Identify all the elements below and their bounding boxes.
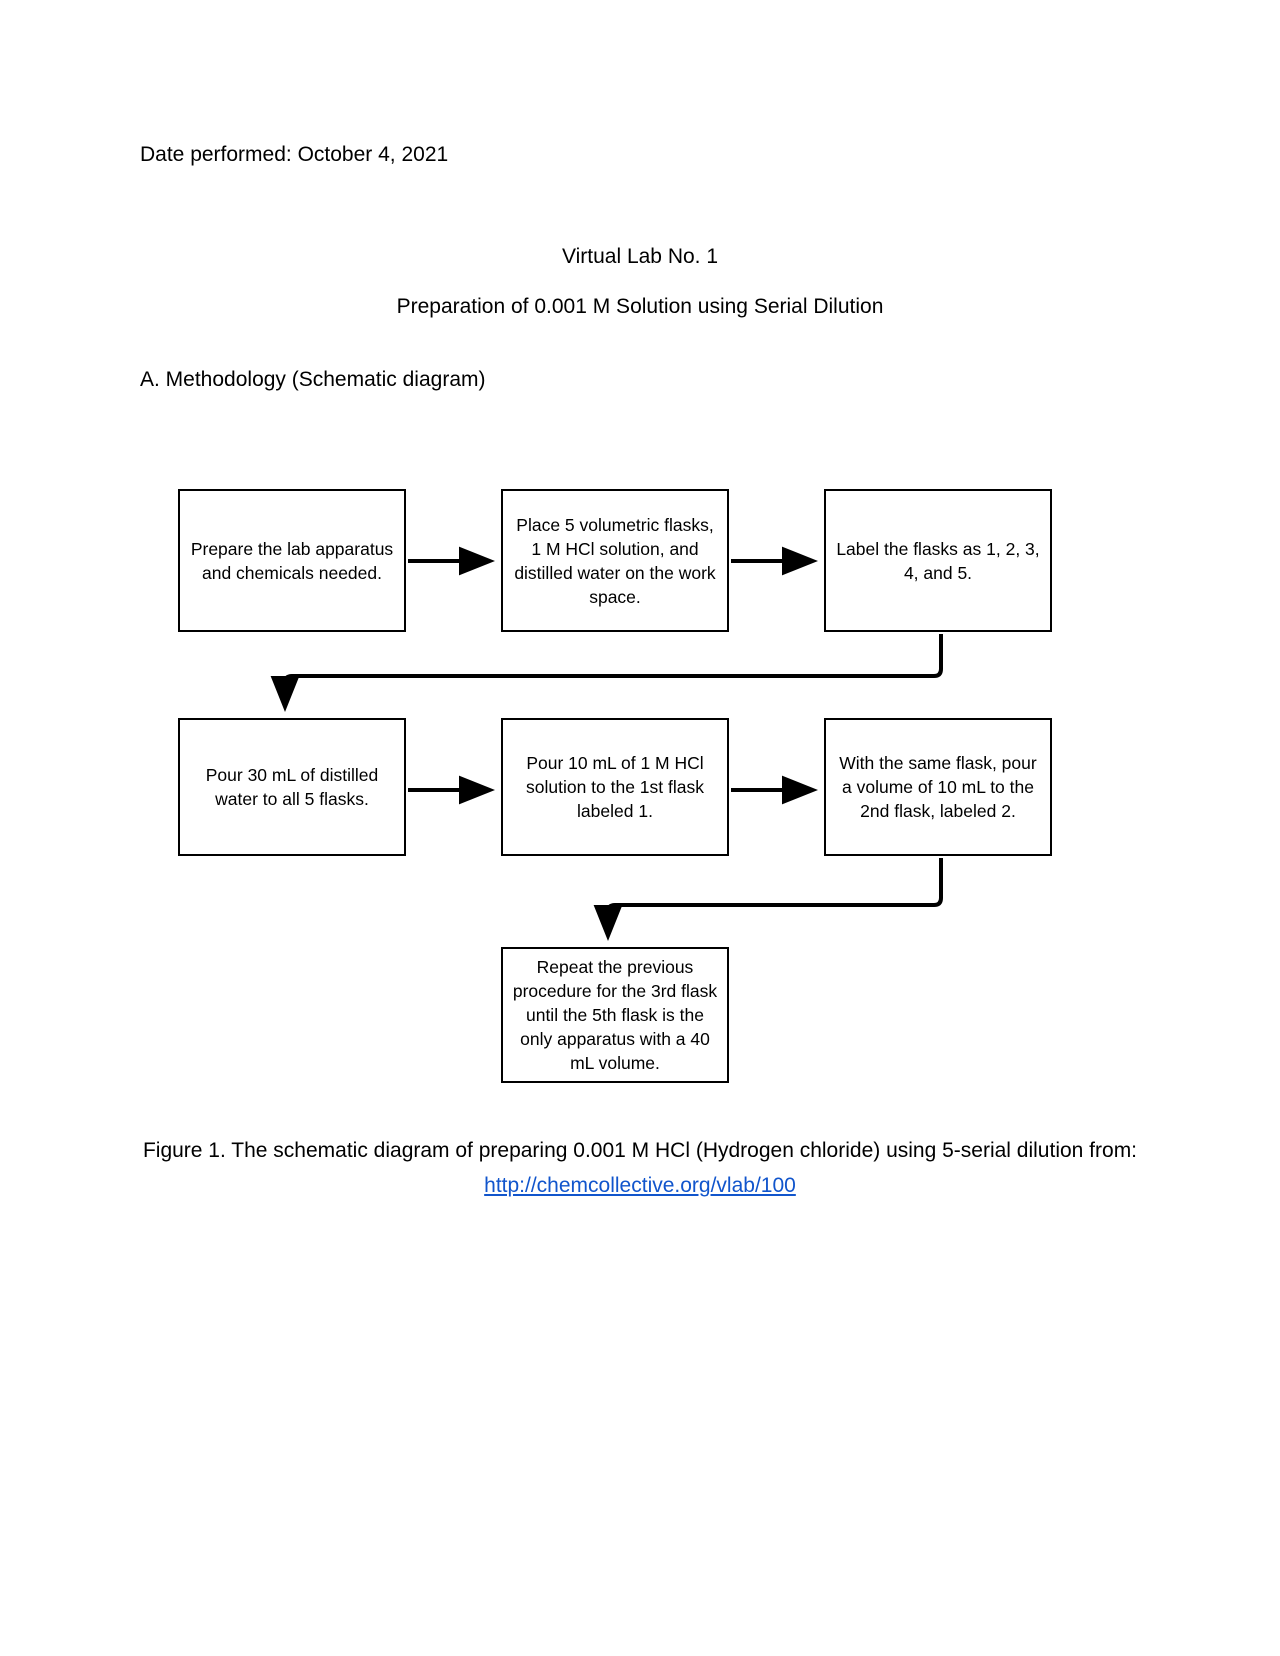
flow-box-text: Place 5 volumetric flasks, 1 M HCl solut…	[514, 514, 716, 607]
arrow-box6-to-box7	[593, 858, 943, 941]
date-performed-line: Date performed: October 4, 2021	[140, 143, 449, 166]
figure-caption-text: Figure 1. The schematic diagram of prepa…	[142, 1139, 1138, 1162]
flow-box-text: Repeat the previous procedure for the 3r…	[512, 957, 718, 1073]
section-heading-methodology: A. Methodology (Schematic diagram)	[140, 368, 486, 391]
flow-box-label-flasks[interactable]: Label the flasks as 1, 2, 3, 4, and 5.	[824, 489, 1052, 632]
flow-box-repeat-procedure[interactable]: Repeat the previous procedure for the 3r…	[501, 947, 729, 1083]
figure-source-link[interactable]: http://chemcollective.org/vlab/100	[484, 1174, 796, 1197]
lab-title-line-2: Preparation of 0.001 M Solution using Se…	[396, 295, 884, 318]
flow-box-text: Pour 30 mL of distilled water to all 5 f…	[205, 765, 379, 809]
lab-title-line-1: Virtual Lab No. 1	[561, 245, 719, 268]
flow-box-text: With the same flask, pour a volume of 10…	[839, 753, 1037, 821]
flow-box-prepare-apparatus[interactable]: Prepare the lab apparatus and chemicals …	[178, 489, 406, 632]
figure-caption: Figure 1. The schematic diagram of prepa…	[140, 1133, 1140, 1203]
arrow-box3-to-box4	[270, 634, 943, 712]
flow-box-pour-distilled-water[interactable]: Pour 30 mL of distilled water to all 5 f…	[178, 718, 406, 856]
flow-box-text: Prepare the lab apparatus and chemicals …	[190, 538, 394, 583]
document-title-block: Virtual Lab No. 1 Preparation of 0.001 M…	[140, 232, 1140, 332]
flow-box-pour-hcl-first-flask[interactable]: Pour 10 mL of 1 M HCl solution to the 1s…	[501, 718, 729, 856]
flow-box-pour-to-second-flask[interactable]: With the same flask, pour a volume of 10…	[824, 718, 1052, 856]
flow-box-text: Label the flasks as 1, 2, 3, 4, and 5.	[836, 538, 1040, 583]
flow-box-text: Pour 10 mL of 1 M HCl solution to the 1s…	[525, 753, 705, 821]
flow-box-place-flasks[interactable]: Place 5 volumetric flasks, 1 M HCl solut…	[501, 489, 729, 632]
